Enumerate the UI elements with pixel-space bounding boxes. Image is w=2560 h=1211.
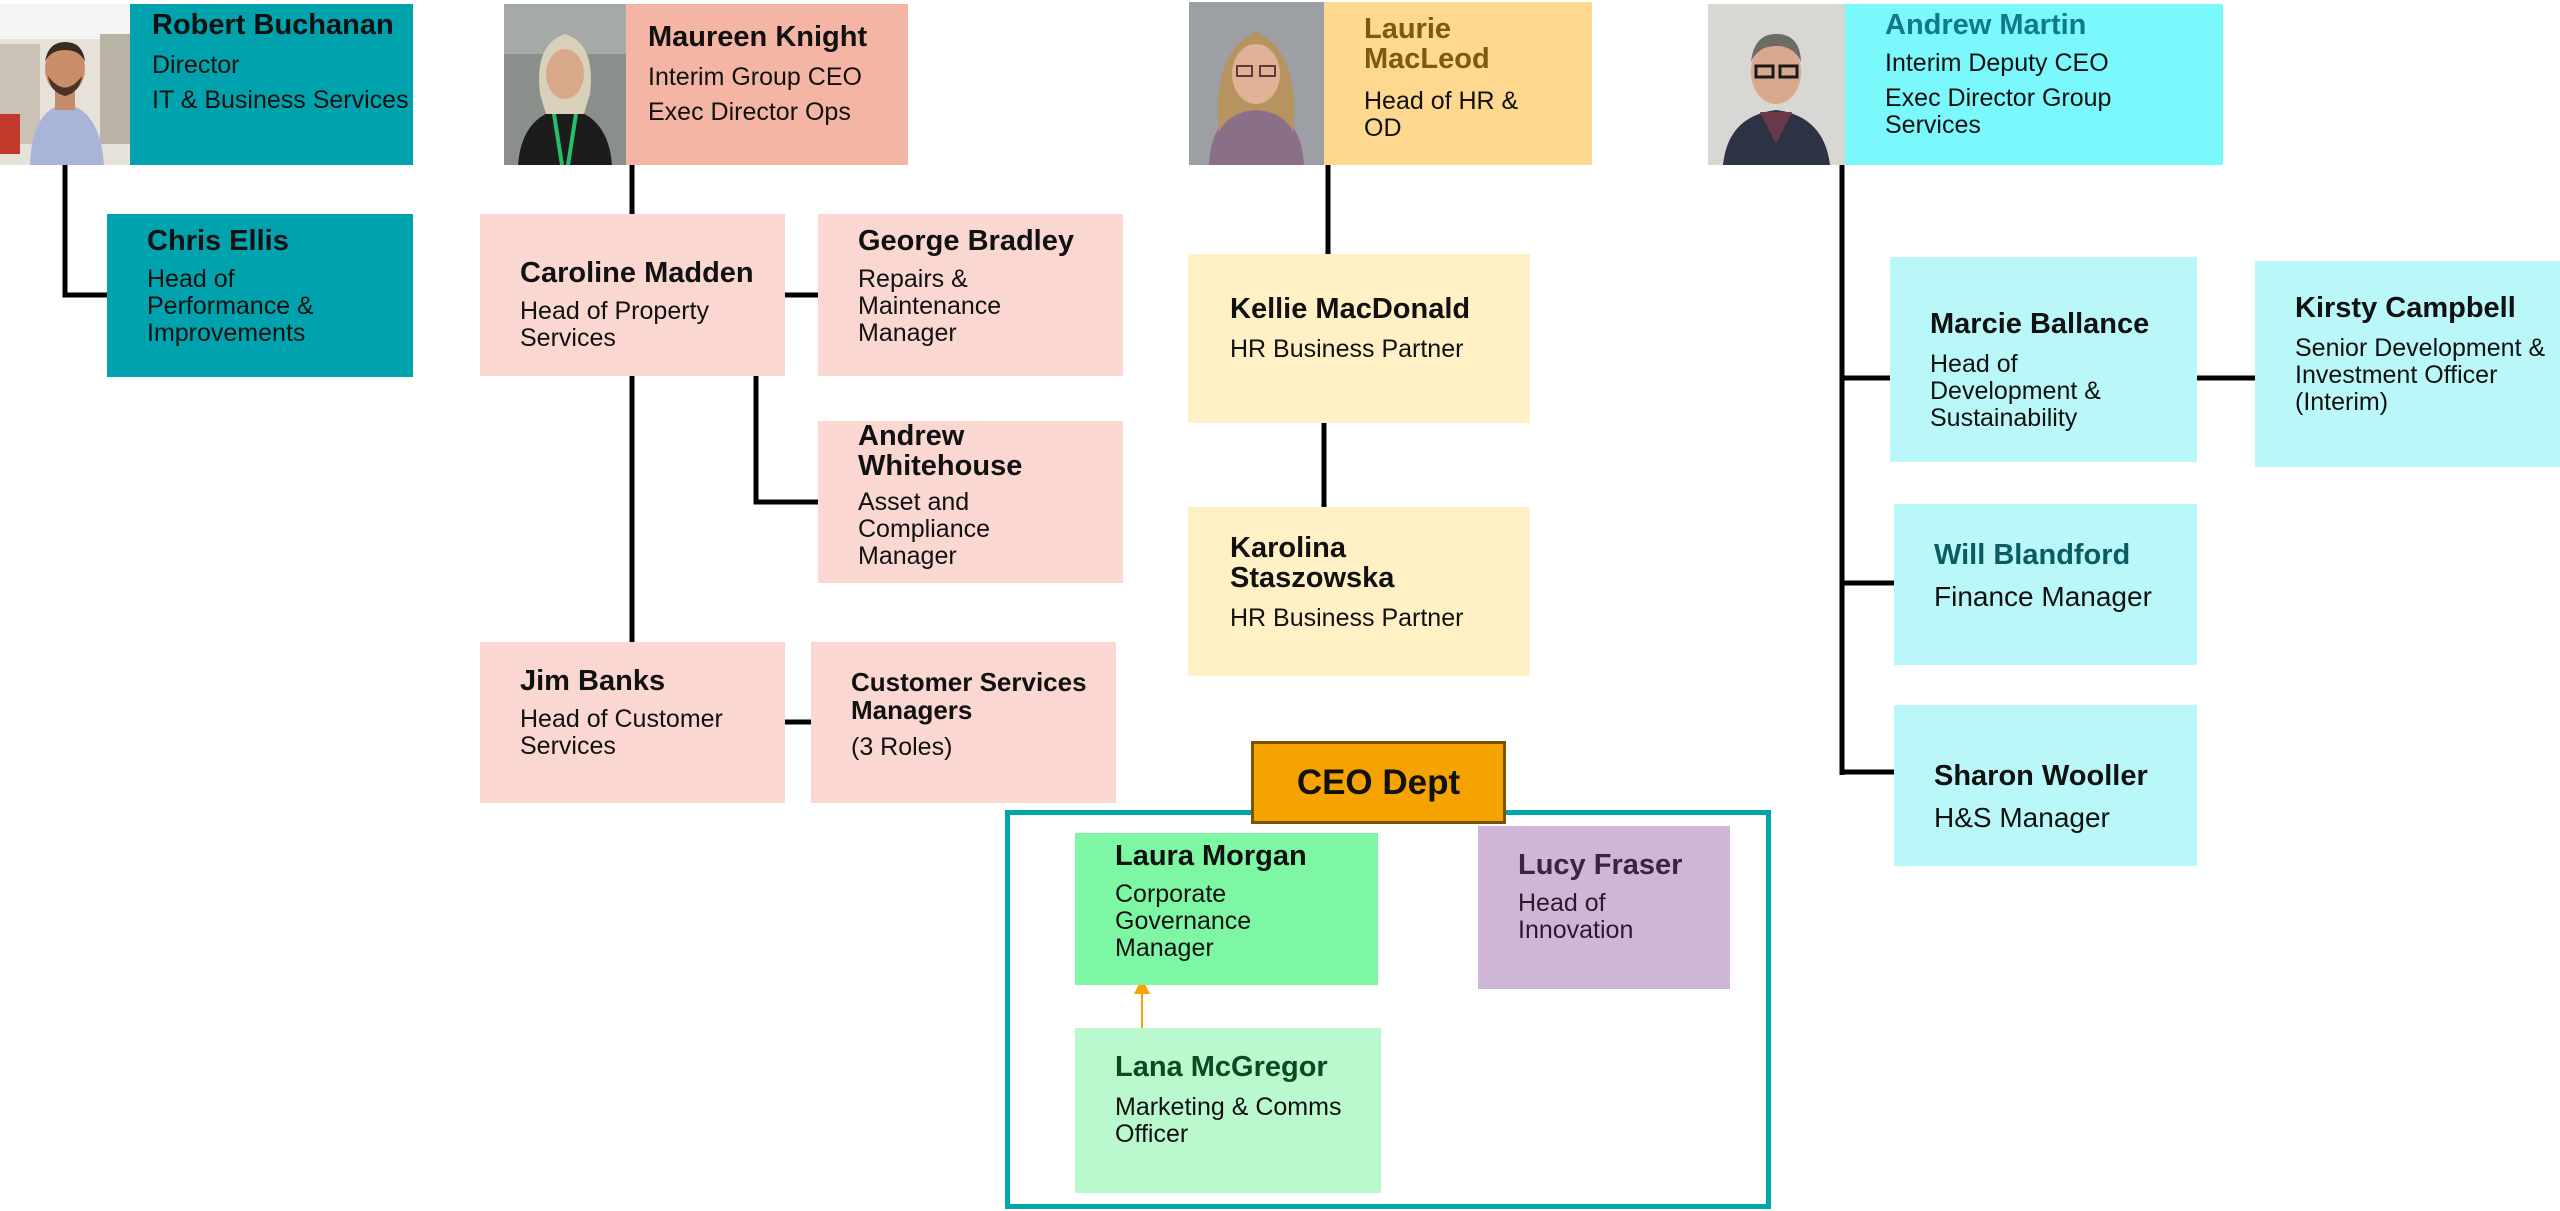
arrow-up-icon <box>1134 978 1150 1028</box>
caroline-role: Head of Property Services <box>520 297 709 352</box>
person-photo-icon <box>1189 2 1324 165</box>
kellie-card: Kellie MacDonald HR Business Partner <box>1188 254 1530 423</box>
andrew-martin-role-2: Exec Director Group Services <box>1885 84 2112 139</box>
karolina-role: HR Business Partner <box>1230 604 1464 632</box>
george-role: Repairs & Maintenance Manager <box>858 265 1002 347</box>
andrew-martin-photo <box>1708 4 1845 165</box>
andrew-martin-name: Andrew Martin <box>1885 9 2087 41</box>
karolina-name: Karolina Staszowska <box>1230 532 1395 594</box>
lana-card: Lana McGregor Marketing & Comms Officer <box>1075 1028 1381 1193</box>
maureen-role-2: Exec Director Ops <box>648 98 851 126</box>
kellie-name: Kellie MacDonald <box>1230 293 1471 325</box>
robert-card: Robert Buchanan Director IT & Business S… <box>130 4 413 165</box>
andrew-martin-role-1: Interim Deputy CEO <box>1885 49 2109 77</box>
laura-role: Corporate Governance Manager <box>1115 880 1252 962</box>
lucy-card: Lucy Fraser Head of Innovation <box>1478 826 1730 989</box>
will-role: Finance Manager <box>1934 581 2152 612</box>
kirsty-role: Senior Development & Investment Officer … <box>2295 334 2546 416</box>
person-photo-icon <box>1708 4 1845 165</box>
person-photo-icon <box>0 4 130 165</box>
lucy-name: Lucy Fraser <box>1518 849 1683 881</box>
karolina-card: Karolina Staszowska HR Business Partner <box>1188 507 1530 676</box>
andrew-whitehouse-role: Asset and Compliance Manager <box>858 488 991 570</box>
csm-role: (3 Roles) <box>851 733 953 761</box>
jim-name: Jim Banks <box>520 665 666 697</box>
laurie-card: Laurie MacLeod Head of HR & OD <box>1324 2 1592 165</box>
george-card: George Bradley Repairs & Maintenance Man… <box>818 214 1123 376</box>
george-name: George Bradley <box>858 225 1074 257</box>
kirsty-card: Kirsty Campbell Senior Development & Inv… <box>2255 261 2560 467</box>
person-photo-icon <box>504 4 626 165</box>
jim-card: Jim Banks Head of Customer Services <box>480 642 785 803</box>
maureen-role-1: Interim Group CEO <box>648 63 862 91</box>
andrew-whitehouse-card: Andrew Whitehouse Asset and Compliance M… <box>818 421 1123 583</box>
ceo-dept-label: CEO Dept <box>1251 741 1506 824</box>
maureen-photo <box>504 4 626 165</box>
laurie-role: Head of HR & OD <box>1364 87 1519 142</box>
marcie-card: Marcie Ballance Head of Development & Su… <box>1890 257 2197 462</box>
kellie-role: HR Business Partner <box>1230 335 1464 363</box>
sharon-role: H&S Manager <box>1934 802 2110 833</box>
connector-caroline-andrew <box>753 376 818 505</box>
laura-card: Laura Morgan Corporate Governance Manage… <box>1075 833 1378 985</box>
marcie-name: Marcie Ballance <box>1930 308 2150 340</box>
sharon-name: Sharon Wooller <box>1934 760 2148 792</box>
maureen-card: Maureen Knight Interim Group CEO Exec Di… <box>626 4 908 165</box>
lana-name: Lana McGregor <box>1115 1051 1328 1083</box>
will-name: Will Blandford <box>1934 539 2131 571</box>
maureen-name: Maureen Knight <box>648 21 868 53</box>
robert-role-1: Director <box>152 51 240 79</box>
marcie-role: Head of Development & Sustainability <box>1930 350 2101 432</box>
caroline-name: Caroline Madden <box>520 257 754 289</box>
connector-robert-chris <box>62 165 107 298</box>
andrew-martin-card: Andrew Martin Interim Deputy CEO Exec Di… <box>1845 4 2223 165</box>
csm-card: Customer Services Managers (3 Roles) <box>811 642 1116 803</box>
will-card: Will Blandford Finance Manager <box>1894 504 2197 665</box>
lucy-role: Head of Innovation <box>1518 889 1634 944</box>
chris-card: Chris Ellis Head of Performance & Improv… <box>107 214 413 377</box>
laura-name: Laura Morgan <box>1115 840 1307 872</box>
kirsty-name: Kirsty Campbell <box>2295 292 2516 324</box>
laurie-photo <box>1189 2 1324 165</box>
caroline-card: Caroline Madden Head of Property Service… <box>480 214 785 376</box>
chris-role: Head of Performance & Improvements <box>147 265 314 347</box>
andrew-whitehouse-name: Andrew Whitehouse <box>858 420 1023 482</box>
robert-photo <box>0 4 130 165</box>
csm-name: Customer Services Managers <box>851 667 1087 725</box>
robert-name: Robert Buchanan <box>152 9 394 41</box>
lana-role: Marketing & Comms Officer <box>1115 1093 1342 1148</box>
jim-role: Head of Customer Services <box>520 705 723 760</box>
chris-name: Chris Ellis <box>147 225 289 257</box>
sharon-card: Sharon Wooller H&S Manager <box>1894 705 2197 866</box>
robert-role-2: IT & Business Services <box>152 86 409 114</box>
laurie-name: Laurie MacLeod <box>1364 13 1490 75</box>
